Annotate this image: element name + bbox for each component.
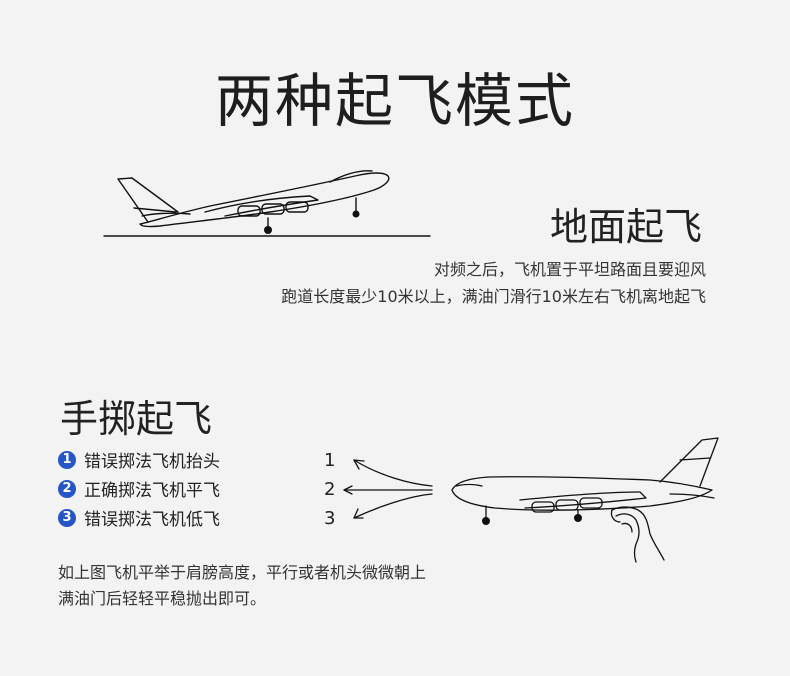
ground-engine [261,203,285,215]
arrow-up [353,459,433,487]
hand-engine [579,497,603,509]
ground-nose-wheel [352,210,360,218]
method-label: 正确掷法飞机平飞 [84,481,220,501]
ground-tail-fin [117,177,179,223]
arrow-down [353,493,433,519]
hand-outline [611,506,665,561]
ground-takeoff-description: 对频之后，飞机置于平坦路面且要迎风 跑道长度最少10米以上，满油门滑行10米左右… [281,256,706,310]
number-badge: 3 [58,508,76,527]
number-badge: 1 [58,450,76,469]
hand-desc-line: 如上图飞机平举于肩膀高度，平行或者机头微微朝上 [58,563,427,582]
list-item: 3 错误掷法飞机低飞 [58,503,220,532]
list-item: 2 正确掷法飞机平飞 [58,474,220,503]
ground-main-wheel [264,226,272,234]
trajectory-number-1: 1 [324,450,336,471]
ground-engine [285,201,309,213]
hand-wing [519,491,647,509]
list-item: 1 错误掷法飞机抬头 [58,445,220,474]
method-label: 错误掷法飞机抬头 [84,452,220,472]
hand-engine [531,501,555,513]
hand-desc-line: 满油门后轻轻平稳抛出即可。 [58,589,267,608]
ground-wing [204,195,319,217]
hand-launch-description: 如上图飞机平举于肩膀高度，平行或者机头微微朝上 满油门后轻轻平稳抛出即可。 [58,560,426,612]
ground-desc-line: 对频之后，飞机置于平坦路面且要迎风 [433,260,706,279]
hand-launch-heading: 手掷起飞 [60,397,213,441]
trajectory-number-2: 2 [324,479,336,500]
hand-tail-fin [659,437,719,487]
hand-main-wheel [574,514,582,522]
ground-takeoff-heading: 地面起飞 [549,205,702,249]
ground-fuselage [139,172,390,228]
trajectory-number-3: 3 [324,508,336,529]
method-label: 错误掷法飞机低飞 [84,510,220,530]
number-badge: 2 [58,479,76,498]
hand-fuselage [451,476,713,511]
throw-method-list: 1 错误掷法飞机抬头 2 正确掷法飞机平飞 3 错误掷法飞机低飞 [58,445,220,532]
ground-desc-line: 跑道长度最少10米以上，满油门滑行10米左右飞机离地起飞 [281,287,706,306]
hand-engine [555,499,579,511]
page-title: 两种起飞模式 [214,67,575,135]
hand-nose-wheel [482,517,490,525]
ground-engine [237,205,261,217]
